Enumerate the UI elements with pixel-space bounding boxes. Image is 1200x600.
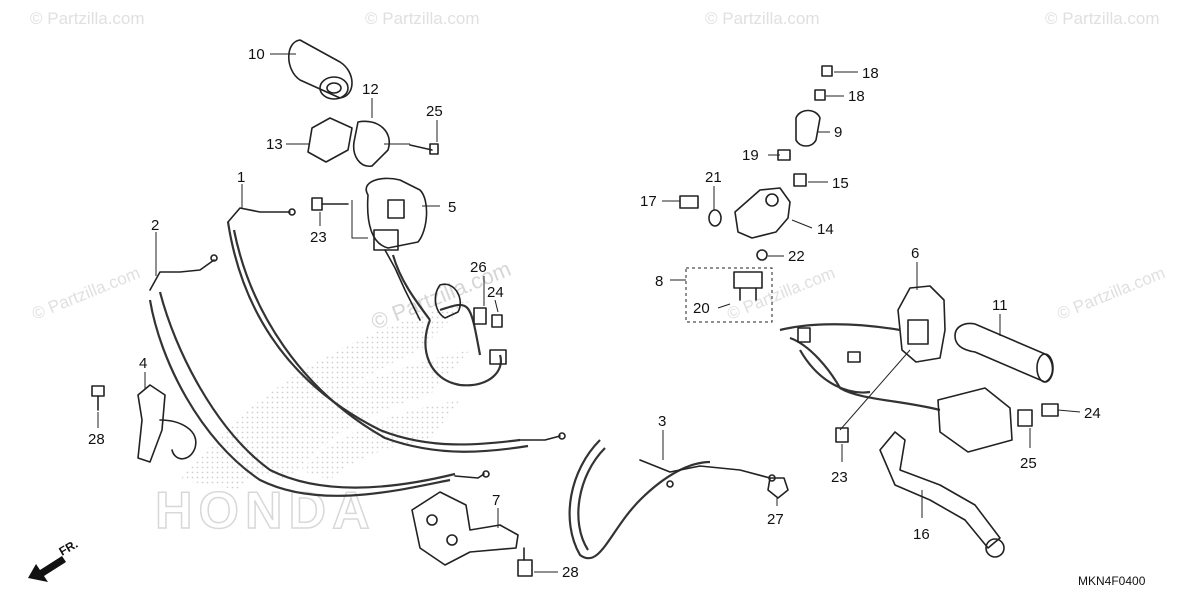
callout-label: 17 bbox=[640, 193, 657, 210]
watermark-text: © Partzilla.com bbox=[705, 9, 820, 28]
connector-part[interactable] bbox=[1017, 403, 1059, 427]
harness-connector-part[interactable] bbox=[937, 387, 1013, 453]
callout-label: 23 bbox=[831, 469, 848, 486]
callout-label: 23 bbox=[310, 229, 327, 246]
handlebar-switch-part[interactable] bbox=[365, 177, 431, 321]
watermark-text: © Partzilla.com bbox=[365, 9, 480, 28]
callout-label: 8 bbox=[655, 273, 663, 290]
throttle-housing-part[interactable] bbox=[307, 117, 391, 167]
screw-part[interactable] bbox=[814, 65, 833, 101]
center-cable-part[interactable] bbox=[568, 439, 776, 560]
callout-label: 24 bbox=[487, 284, 504, 301]
watermark-text: © Partzilla.com bbox=[1045, 9, 1160, 28]
callout-label: 1 bbox=[237, 169, 245, 186]
cable-adjuster-part[interactable] bbox=[679, 195, 722, 227]
callout-label: 27 bbox=[767, 511, 784, 528]
bolt-part[interactable] bbox=[777, 149, 807, 187]
watermark-text: © Partzilla.com bbox=[1054, 263, 1167, 324]
screw-part[interactable] bbox=[409, 143, 439, 155]
left-grip-part[interactable] bbox=[954, 322, 1054, 383]
nut-part[interactable] bbox=[756, 249, 768, 261]
bolt-part[interactable] bbox=[91, 385, 105, 411]
screw-part[interactable] bbox=[311, 197, 349, 211]
callout-label: 13 bbox=[266, 136, 283, 153]
watermark-group: © Partzilla.com © Partzilla.com © Partzi… bbox=[29, 9, 1167, 335]
callout-label: 28 bbox=[88, 431, 105, 448]
callout-label: 9 bbox=[834, 124, 842, 141]
lever-holder-part[interactable] bbox=[734, 187, 791, 239]
callout-label: 19 bbox=[742, 147, 759, 164]
left-handlebar-switch-part[interactable] bbox=[779, 285, 946, 412]
bracket-plate-part[interactable] bbox=[411, 491, 519, 566]
callout-label: 4 bbox=[139, 355, 147, 372]
throttle-grip-part[interactable] bbox=[287, 39, 353, 100]
callout-label: 2 bbox=[151, 217, 159, 234]
switch-bracket-part[interactable] bbox=[137, 384, 197, 463]
watermark-text: © Partzilla.com bbox=[30, 9, 145, 28]
lower-cable-part[interactable] bbox=[148, 254, 490, 497]
nut-part[interactable] bbox=[767, 477, 789, 499]
callout-label: 5 bbox=[448, 199, 456, 216]
callout-label: 14 bbox=[817, 221, 834, 238]
arrow-icon bbox=[28, 556, 66, 582]
callout-label: 18 bbox=[848, 88, 865, 105]
callout-label: 6 bbox=[911, 245, 919, 262]
callout-label: 15 bbox=[832, 175, 849, 192]
callout-label: 16 bbox=[913, 526, 930, 543]
callout-labels: 10 12 13 25 1 2 5 23 26 24 4 28 7 28 3 2… bbox=[88, 46, 1101, 581]
direction-label: FR. bbox=[57, 537, 81, 559]
callout-label: 20 bbox=[693, 300, 710, 317]
connector-part[interactable] bbox=[473, 307, 503, 328]
bolt-part[interactable] bbox=[835, 427, 849, 443]
diagram-code: MKN4F0400 bbox=[1078, 574, 1146, 588]
front-direction-indicator: FR. bbox=[28, 537, 80, 582]
callout-label: 7 bbox=[492, 492, 500, 509]
clutch-lever-part[interactable] bbox=[879, 431, 1005, 558]
callout-label: 22 bbox=[788, 248, 805, 265]
callout-label: 18 bbox=[862, 65, 879, 82]
switch-assembly-part[interactable] bbox=[685, 267, 773, 323]
callout-label: 10 bbox=[248, 46, 265, 63]
callout-label: 28 bbox=[562, 564, 579, 581]
clutch-switch-part[interactable] bbox=[795, 109, 821, 147]
leader-lines bbox=[97, 53, 1081, 573]
watermark-text: © Partzilla.com bbox=[29, 263, 142, 324]
callout-label: 25 bbox=[1020, 455, 1037, 472]
callout-label: 11 bbox=[992, 297, 1008, 314]
callout-label: 26 bbox=[470, 259, 487, 276]
callout-label: 12 bbox=[362, 81, 379, 98]
bolt-part[interactable] bbox=[517, 547, 533, 577]
honda-logo-text: HONDA bbox=[155, 482, 376, 540]
throttle-cable-part[interactable] bbox=[226, 207, 566, 453]
switch-harness-part[interactable] bbox=[424, 283, 507, 387]
callout-label: 3 bbox=[658, 413, 666, 430]
callout-label: 25 bbox=[426, 103, 443, 120]
callout-label: 21 bbox=[705, 169, 722, 186]
callout-label: 24 bbox=[1084, 405, 1101, 422]
